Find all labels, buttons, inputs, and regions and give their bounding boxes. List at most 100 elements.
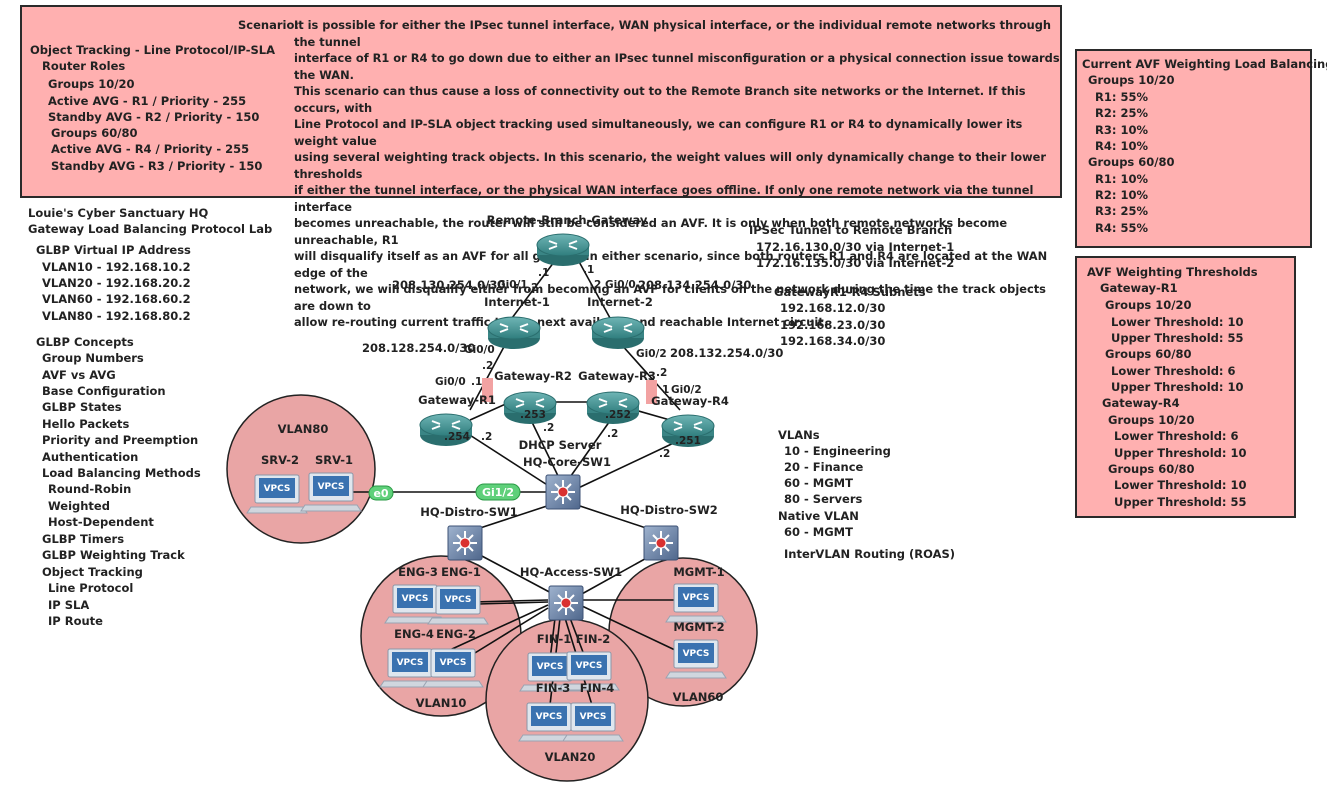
left-line: Group Numbers xyxy=(42,351,144,365)
scenario-line: This scenario can thus cause a loss of c… xyxy=(294,84,1026,115)
ip-label: .1 xyxy=(583,264,594,276)
remote-branch-label: Remote-Branch-Gateway xyxy=(487,213,648,227)
eng1-pc[interactable]: VPCS xyxy=(427,585,489,625)
native-vlan-title: Native VLAN xyxy=(778,509,859,523)
roles-line: Active AVG - R1 / Priority - 255 xyxy=(48,94,247,108)
gi00-label: Gi0/0 xyxy=(605,279,636,291)
hq-distro2-switch[interactable] xyxy=(643,525,679,561)
fin1-pc[interactable]: VPCS xyxy=(519,652,581,692)
avf-line: R3: 10% xyxy=(1095,123,1148,137)
hq-distro1-label: HQ-Distro-SW1 xyxy=(420,505,518,519)
internet1-router[interactable] xyxy=(487,316,541,350)
r1-ip-label: .254 xyxy=(444,431,470,443)
left-line: GLBP Timers xyxy=(42,532,125,546)
core-ip-label: .2 xyxy=(607,428,618,440)
r4-link-highlight xyxy=(646,380,657,404)
vpcs-label: VPCS xyxy=(537,662,564,672)
vpcs-label: VPCS xyxy=(397,658,424,668)
threshold-line: Lower Threshold: 6 xyxy=(1114,429,1239,443)
avf-line: R4: 55% xyxy=(1095,221,1148,235)
gateway-r2-label: Gateway-R2 xyxy=(494,369,572,383)
core-ip-label: .2 xyxy=(543,422,554,434)
core-ip-label: .2 xyxy=(659,448,670,460)
fin1-label: FIN-1 xyxy=(537,632,572,646)
eng2-pc[interactable]: VPCS xyxy=(422,648,484,688)
threshold-line: Upper Threshold: 10 xyxy=(1114,446,1247,460)
subnets-title: GatewayR1-R4 Subnets xyxy=(774,285,926,299)
eng3-pc[interactable]: VPCS xyxy=(384,584,446,624)
hq-distro1-switch[interactable] xyxy=(447,525,483,561)
left-line: VLAN10 - 192.168.10.2 xyxy=(42,260,191,274)
threshold-line: Lower Threshold: 10 xyxy=(1114,478,1247,492)
net-208-134-label: 208.134.254.0/30 xyxy=(638,278,751,292)
ip-label: .1 xyxy=(538,267,549,279)
avf-line: Groups 10/20 xyxy=(1088,73,1175,87)
fin4-pc[interactable]: VPCS xyxy=(562,702,624,742)
hq-core-switch[interactable] xyxy=(545,474,581,510)
mgmt1-pc[interactable]: VPCS xyxy=(665,583,727,623)
vlan80-label: VLAN80 xyxy=(278,422,329,436)
vlan10-label: VLAN10 xyxy=(416,696,467,710)
gateway-r3-label: Gateway-R3 xyxy=(578,369,656,383)
vpcs-label: VPCS xyxy=(683,649,710,659)
left-line: Round-Robin xyxy=(48,482,132,496)
remote-branch-router[interactable] xyxy=(536,233,590,267)
roles-line: Active AVG - R4 / Priority - 255 xyxy=(51,142,250,156)
srv2-pc[interactable]: VPCS xyxy=(246,474,308,514)
current-avf-box: Current AVF Weighting Load Balancing Gro… xyxy=(1075,49,1327,248)
net-208-132-label: 208.132.254.0/30 xyxy=(670,346,783,360)
roles-line: Groups 60/80 xyxy=(51,126,138,140)
eng4-pc[interactable]: VPCS xyxy=(379,648,441,688)
srv1-pc[interactable]: VPCS xyxy=(300,472,362,512)
core-ip-label: .2 xyxy=(481,431,492,443)
left-line: GLBP Weighting Track xyxy=(42,548,185,562)
threshold-line: Gateway-R1 xyxy=(1100,281,1178,295)
scenario-line: allow re-routing current traffic to the … xyxy=(294,315,829,329)
left-line: GLBP Concepts xyxy=(36,335,134,349)
left-line: IP SLA xyxy=(48,598,90,612)
avf-line: R1: 10% xyxy=(1095,172,1148,186)
left-line: Host-Dependent xyxy=(48,515,154,529)
gi12-label: Gi1/2 xyxy=(482,486,514,499)
vlan-line: 10 - Engineering xyxy=(784,444,891,458)
fin2-pc[interactable]: VPCS xyxy=(558,651,620,691)
ipsec-line: 172.16.130.0/30 via Internet-1 xyxy=(756,240,955,254)
ip-label: .2 xyxy=(527,282,538,294)
ip-label: .1 xyxy=(471,376,482,388)
srv1-label: SRV-1 xyxy=(315,453,353,467)
native-vlan-line: 60 - MGMT xyxy=(784,525,853,539)
gateway-r4-label: Gateway-R4 xyxy=(651,394,729,408)
vlans-title: VLANs xyxy=(778,428,820,442)
left-line: VLAN80 - 192.168.80.2 xyxy=(42,309,191,323)
vlan80-zone xyxy=(226,394,376,544)
internet2-router[interactable] xyxy=(591,316,645,350)
scenario-line: becomes unreachable, the router will sti… xyxy=(294,216,1008,247)
eng4-label: ENG-4 xyxy=(394,627,434,641)
r4-ip-label: .251 xyxy=(675,435,701,447)
r3-ip-label: .252 xyxy=(605,409,631,421)
eng3-label: ENG-3 xyxy=(398,565,438,579)
fin3-pc[interactable]: VPCS xyxy=(518,702,580,742)
avf-line: R4: 10% xyxy=(1095,139,1148,153)
hq-core-label: HQ-Core-SW1 xyxy=(523,455,611,469)
vpcs-label: VPCS xyxy=(683,593,710,603)
hq-access-switch[interactable] xyxy=(548,585,584,621)
threshold-line: Upper Threshold: 55 xyxy=(1114,495,1247,509)
scenario-line: It is possible for either the IPsec tunn… xyxy=(294,18,1052,49)
left-line: GLBP States xyxy=(42,400,122,414)
fin3-label: FIN-3 xyxy=(536,681,571,695)
scenario-line: using several weighting track objects. I… xyxy=(294,150,1046,181)
subnet-line: 192.168.34.0/30 xyxy=(780,334,886,348)
mgmt2-pc[interactable]: VPCS xyxy=(665,639,727,679)
net-208-128-label: 208.128.254.0/30 xyxy=(362,341,475,355)
thresholds-title: AVF Weighting Thresholds xyxy=(1087,265,1258,279)
gi02-label: Gi0/2 xyxy=(636,348,667,360)
vlan-line: 80 - Servers xyxy=(784,492,863,506)
r1-link-highlight xyxy=(482,378,493,402)
threshold-line: Gateway-R4 xyxy=(1102,396,1180,410)
r2-ip-label: .253 xyxy=(520,409,546,421)
gi12-badge: Gi1/2 xyxy=(475,483,521,501)
vlan-line: 60 - MGMT xyxy=(784,476,853,490)
ip-label: 1 xyxy=(662,384,669,396)
